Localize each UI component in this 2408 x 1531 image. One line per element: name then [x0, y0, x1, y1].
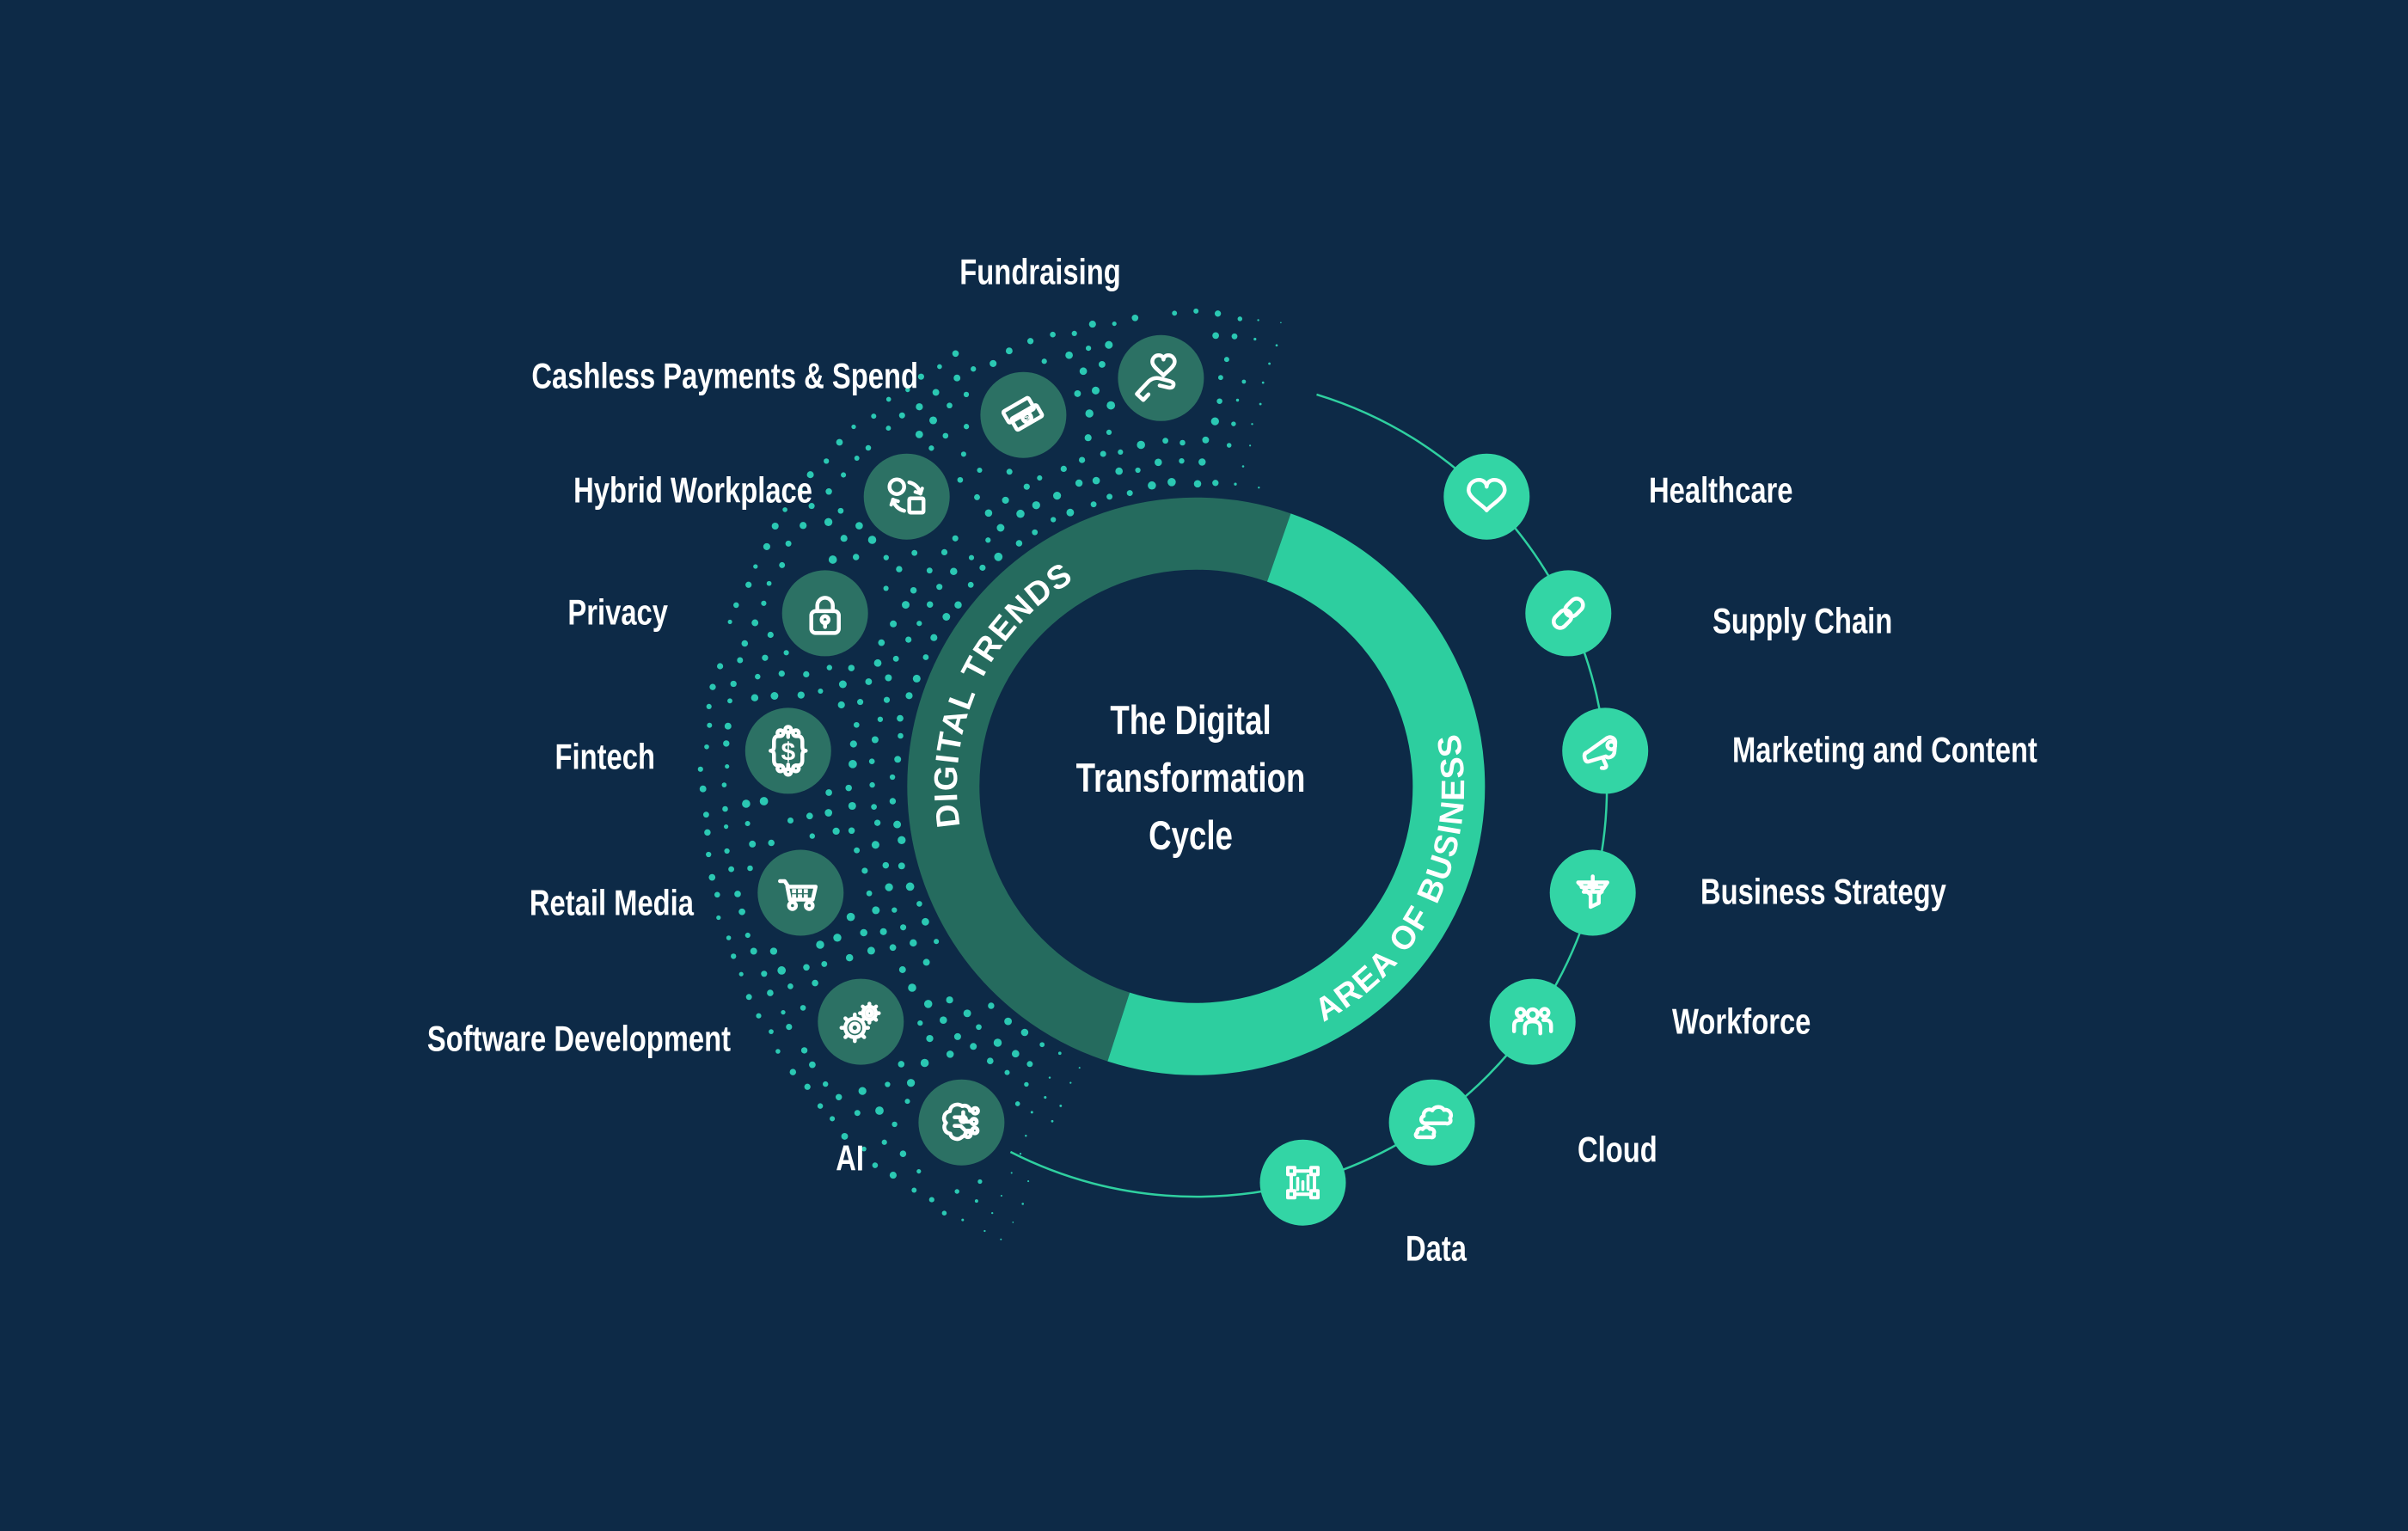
area-of-business-arc: [1107, 513, 1486, 1075]
hand-heart-icon: [1118, 334, 1204, 421]
badge-circle: [1562, 707, 1649, 794]
label-cashless-payments-spend: Cashless Payments & Spend: [531, 356, 918, 396]
dollar-circuit-icon: $: [744, 707, 831, 794]
padlock-icon: [781, 570, 868, 657]
label-healthcare: Healthcare: [1649, 470, 1793, 511]
svg-text:$: $: [1022, 413, 1032, 424]
badge-circle: [863, 453, 950, 540]
label-fundraising: Fundraising: [959, 252, 1120, 292]
label-supply-chain: Supply Chain: [1713, 601, 1892, 641]
label-ai: AI: [836, 1138, 864, 1179]
center-title: The Digital Transformation Cycle: [1076, 698, 1306, 858]
heart-icon: [1443, 453, 1530, 540]
shopping-cart-icon: [757, 849, 844, 936]
megaphone-icon: [1562, 707, 1649, 794]
digital-trends-arc: [907, 497, 1291, 1062]
clouds-icon: [1388, 1079, 1475, 1166]
sync-shapes-icon: [863, 453, 950, 540]
badge-circle: [1443, 453, 1530, 540]
circuit-brain-icon: [918, 1079, 1005, 1166]
banknotes-icon: $: [980, 371, 1067, 458]
badge-circle: [744, 707, 831, 794]
label-data: Data: [1406, 1228, 1467, 1269]
label-cloud: Cloud: [1578, 1130, 1657, 1170]
svg-text:$: $: [781, 738, 795, 766]
title-line-1: The Digital: [1110, 698, 1271, 743]
label-hybrid-workplace: Hybrid Workplace: [573, 470, 812, 511]
bar-chart-frame-icon: [1259, 1139, 1346, 1226]
label-privacy: Privacy: [567, 592, 668, 633]
label-marketing-and-content: Marketing and Content: [1732, 730, 2037, 770]
spokes: Fundraising $ Cashless Payments & SpendHyb…: [427, 252, 2037, 1269]
title-line-3: Cycle: [1149, 813, 1233, 858]
badge-circle: [781, 570, 868, 657]
label-fintech: Fintech: [555, 737, 655, 777]
people-icon: [1489, 978, 1576, 1065]
title-line-2: Transformation: [1076, 756, 1306, 800]
gears-icon: [818, 978, 904, 1065]
label-business-strategy: Business Strategy: [1700, 872, 1946, 912]
dot-pattern: [697, 308, 1282, 1240]
label-software-development: Software Development: [427, 1019, 731, 1059]
funnel-icon: [1549, 849, 1636, 936]
chain-link-icon: [1525, 570, 1612, 657]
label-workforce: Workforce: [1672, 1001, 1811, 1042]
label-retail-media: Retail Media: [530, 883, 695, 923]
